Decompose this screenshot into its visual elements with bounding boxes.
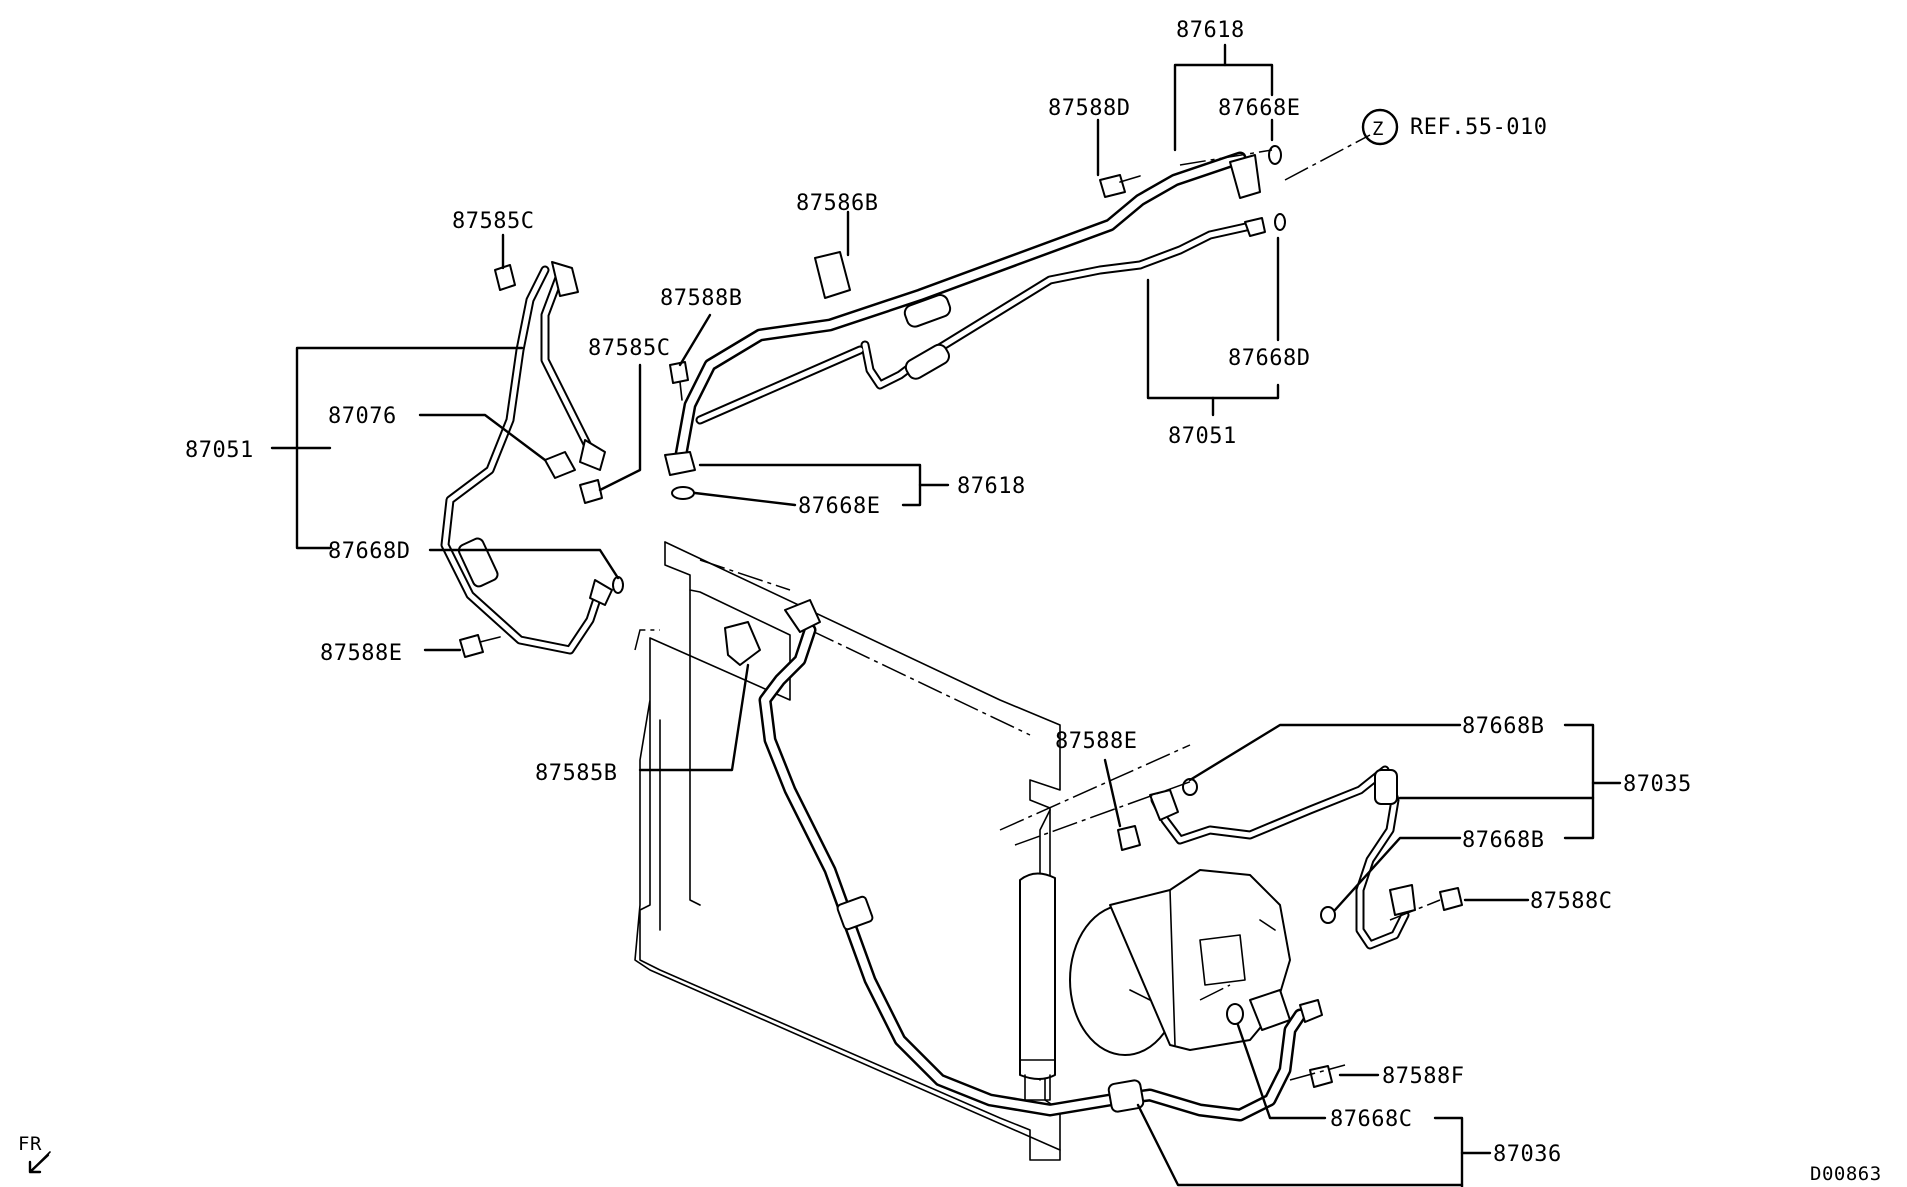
label-87618-top: 87618 (1176, 18, 1245, 43)
oring-87668E-top (1268, 145, 1282, 165)
oring-87668D-right (1274, 213, 1286, 231)
oring-87668B-top (1182, 778, 1198, 796)
hose-87036 (758, 599, 1323, 1122)
label-87586B: 87586B (796, 191, 878, 216)
leader-lines (270, 43, 1622, 1187)
label-87588F: 87588F (1382, 1064, 1464, 1089)
bolt-87588E-mid (1117, 825, 1141, 851)
label-87668D-right: 87668D (1228, 346, 1310, 371)
label-87588C: 87588C (1530, 889, 1612, 914)
label-87618-mid: 87618 (957, 474, 1026, 499)
label-87668E-top: 87668E (1218, 96, 1300, 121)
label-87051-right: 87051 (1168, 424, 1237, 449)
label-87076: 87076 (328, 404, 397, 429)
label-87668E-mid: 87668E (798, 494, 880, 519)
label-87585B: 87585B (535, 761, 617, 786)
pipe-87618-upper (664, 151, 1266, 476)
bolt-87588F (1309, 1065, 1333, 1088)
sensor-87076 (544, 451, 576, 479)
label-fr: FR (18, 1133, 42, 1155)
label-87035: 87035 (1623, 772, 1692, 797)
label-87588D: 87588D (1048, 96, 1130, 121)
ref-line-z (1284, 134, 1371, 181)
oring-87668B-mid (1320, 906, 1336, 924)
ref-line-87668E (1179, 149, 1273, 166)
ref-line-87668B (1014, 779, 1196, 846)
bolt-87588C (1439, 887, 1463, 911)
label-87036: 87036 (1493, 1142, 1562, 1167)
label-87668B-mid: 87668B (1462, 828, 1544, 853)
bolt-87588E-left (459, 634, 501, 658)
clip-87585C-mid (579, 479, 603, 504)
label-87588E-mid: 87588E (1055, 729, 1137, 754)
diagram-id: D00863 (1810, 1163, 1882, 1185)
hose-87035 (1149, 765, 1416, 950)
bracket-87585B (724, 621, 761, 666)
oring-87668D-left (612, 576, 624, 594)
bolt-87588B (669, 361, 689, 401)
ref-circle-letter: Z (1372, 118, 1384, 140)
compressor (1069, 869, 1291, 1056)
oring-87668E-mid (671, 486, 695, 500)
label-87051-left: 87051 (185, 438, 254, 463)
clip-87586B (814, 251, 851, 299)
label-87588E-left: 87588E (320, 641, 402, 666)
label-ref-55-010: REF.55-010 (1410, 115, 1547, 140)
receiver-drier (1019, 872, 1056, 1101)
condenser-radiator (634, 541, 1191, 1161)
label-87668C: 87668C (1330, 1107, 1412, 1132)
clip-87585C-top (494, 264, 516, 291)
label-87668B-top: 87668B (1462, 714, 1544, 739)
pipe-87051-left (440, 261, 613, 655)
ref-line-87588C (1389, 899, 1441, 921)
ref-line-87588F (1289, 1064, 1346, 1081)
oring-87668C (1226, 1003, 1244, 1025)
bolt-87588D (1099, 174, 1141, 198)
ref-circle (1361, 108, 1399, 146)
label-87585C-mid: 87585C (588, 336, 670, 361)
front-direction-arrow-icon (28, 1151, 51, 1174)
label-87588B: 87588B (660, 286, 742, 311)
label-87585C-top: 87585C (452, 209, 534, 234)
label-87668D-left: 87668D (328, 539, 410, 564)
